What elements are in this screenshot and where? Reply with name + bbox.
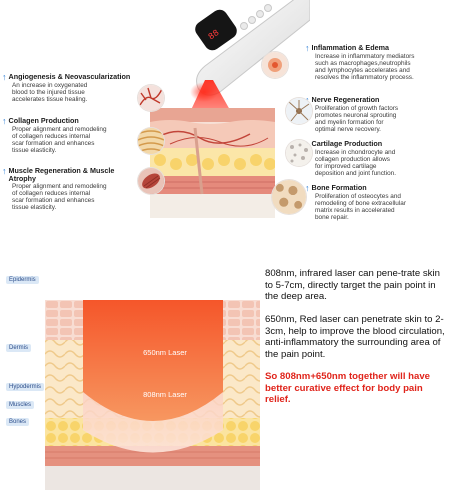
bone-icon (272, 180, 306, 214)
blood-vessel-icon (138, 85, 164, 111)
up-arrow-icon: ↑ (305, 183, 310, 193)
feature-angiogenesis: ↑ Angiogenesis & Neovascularization An i… (2, 72, 157, 104)
cartilage-icon (286, 140, 312, 166)
layer-label-hypodermis: Hypodermis (6, 383, 45, 391)
penetration-diagram: Epidermis Dermis Hypodermis Muscles Bone… (0, 240, 450, 490)
feature-collagen: ↑ Collagen Production Proper alignment a… (2, 116, 157, 155)
up-arrow-icon: ↑ (2, 72, 7, 82)
feature-muscle: ↑ Muscle Regeneration & Muscle Atrophy P… (2, 166, 157, 212)
feature-desc: Proliferation of osteocytes and remodeli… (315, 193, 406, 221)
layer-label-dermis: Dermis (6, 344, 31, 352)
text-combined: So 808nm+650nm together will have better… (265, 371, 431, 405)
beam-label-808nm: 808nm Laser (143, 390, 187, 399)
feature-bone: ↑ Bone Formation Proliferation of osteoc… (305, 183, 450, 222)
top-infographic: 88 ↑ An (0, 0, 450, 221)
layer-label-muscles: Muscles (6, 401, 35, 409)
feature-desc: Proper alignment and remodeling of colla… (12, 183, 107, 211)
up-arrow-icon: ↑ (2, 116, 7, 126)
feature-title: Muscle Regeneration & Muscle Atrophy (8, 166, 115, 183)
feature-desc: Proliferation of growth factors promotes… (315, 105, 399, 133)
text-650nm: 650nm, Red laser can penetrate skin to 2… (265, 314, 445, 360)
feature-nerve: ↑ Nerve Regeneration Proliferation of gr… (305, 95, 450, 134)
up-arrow-icon: ↑ (305, 43, 310, 53)
feature-inflammation: ↑ Inflammation & Edema Increase in infla… (305, 43, 450, 82)
nerve-cell-icon (286, 98, 312, 124)
inflammation-icon (262, 52, 288, 78)
muscle-icon (138, 168, 164, 194)
up-arrow-icon: ↑ (2, 166, 7, 176)
feature-cartilage: ↑ Cartilage Production Increase in chond… (305, 139, 450, 178)
feature-desc: Increase in inflammatory mediators such … (315, 53, 415, 81)
feature-desc: Increase in chondrocyte and collagen pro… (315, 149, 397, 177)
beam-label-650nm: 650nm Laser (143, 348, 187, 357)
feature-title: Nerve Regeneration (311, 95, 380, 104)
layer-label-epidermis: Epidermis (6, 276, 39, 284)
collagen-icon (138, 128, 164, 154)
feature-title: Angiogenesis & Neovascularization (8, 72, 131, 81)
layer-label-bones: Bones (6, 418, 30, 426)
feature-title: Bone Formation (311, 183, 367, 192)
feature-desc: Proper alignment and remodeling of colla… (12, 126, 107, 154)
feature-title: Cartilage Production (311, 139, 383, 148)
text-808nm: 808nm, infrared laser can pene-trate ski… (265, 268, 440, 302)
feature-desc: An increase in oxygenated blood to the i… (12, 82, 88, 103)
feature-title: Inflammation & Edema (311, 43, 389, 52)
skin-cross-section (150, 108, 275, 218)
feature-title: Collagen Production (8, 116, 79, 125)
